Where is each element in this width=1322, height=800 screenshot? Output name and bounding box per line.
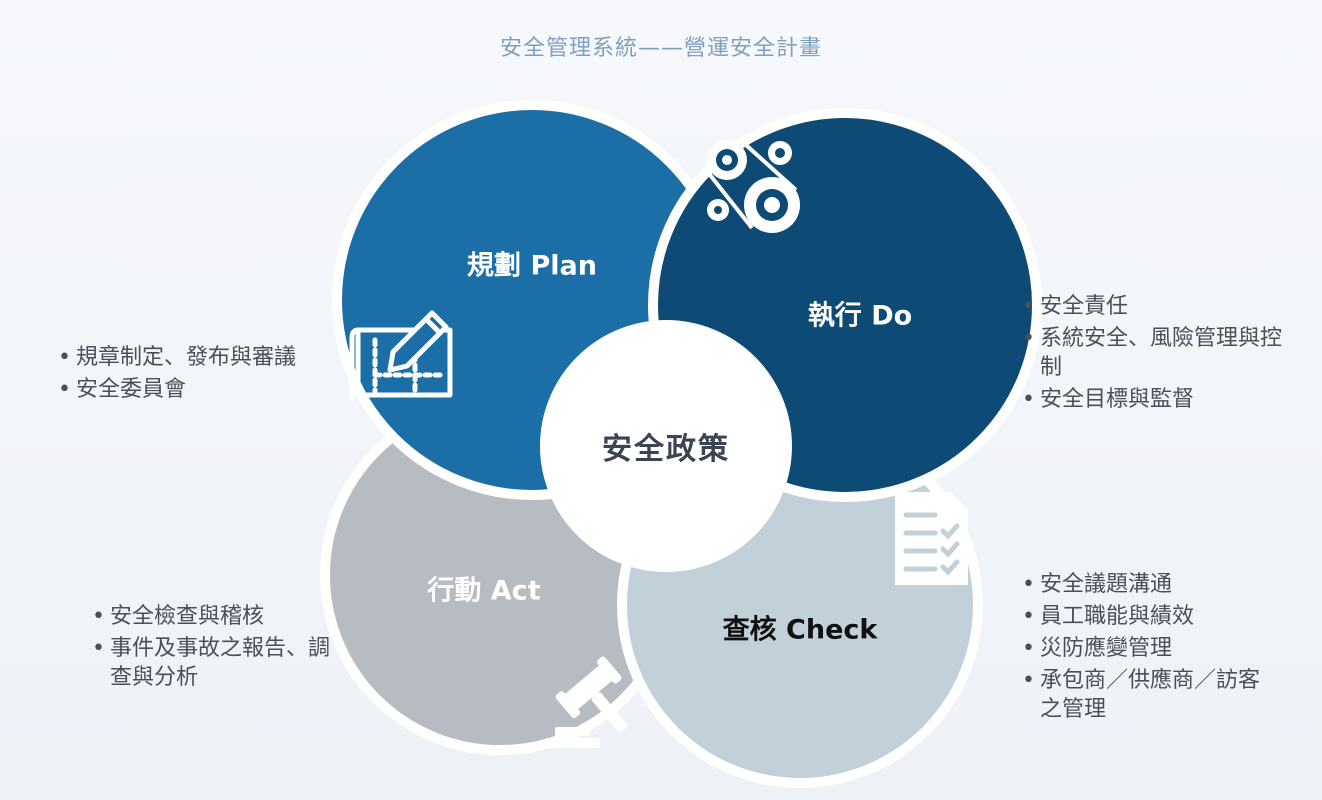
do-bullet-list: 安全責任 系統安全、風險管理與控制 安全目標與監督 [1022,292,1282,417]
list-item: 安全議題溝通 [1022,570,1272,599]
plan-bullet-list: 規章制定、發布與審議 安全委員會 [58,343,338,407]
blueprint-pencil-icon [349,310,453,401]
list-item: 系統安全、風險管理與控制 [1022,324,1282,382]
check-bullet-list: 安全議題溝通 員工職能與績效 災防應變管理 承包商／供應商／訪客之管理 [1022,570,1272,727]
act-bullet-list: 安全檢查與稽核 事件及事故之報告、調查與分析 [92,602,342,695]
list-item: 安全委員會 [58,375,338,404]
list-item: 事件及事故之報告、調查與分析 [92,634,342,692]
list-item: 承包商／供應商／訪客之管理 [1022,666,1272,724]
do-label: 執行 Do [807,300,913,332]
act-label: 行動 Act [427,575,541,607]
center-label: 安全政策 [602,432,730,467]
page-title: 安全管理系統——營運安全計畫 [499,36,822,61]
plan-label: 規劃 Plan [467,250,597,282]
gavel-icon [545,656,628,748]
list-item: 安全檢查與稽核 [92,602,342,631]
list-item: 災防應變管理 [1022,634,1272,663]
list-item: 安全責任 [1022,292,1282,321]
checklist-icon [895,492,968,585]
list-item: 安全目標與監督 [1022,385,1282,414]
list-item: 員工職能與績效 [1022,602,1272,631]
check-label: 查核 Check [722,614,878,646]
gears-icon [707,140,800,233]
center-circle [540,320,792,572]
list-item: 規章制定、發布與審議 [58,343,338,372]
